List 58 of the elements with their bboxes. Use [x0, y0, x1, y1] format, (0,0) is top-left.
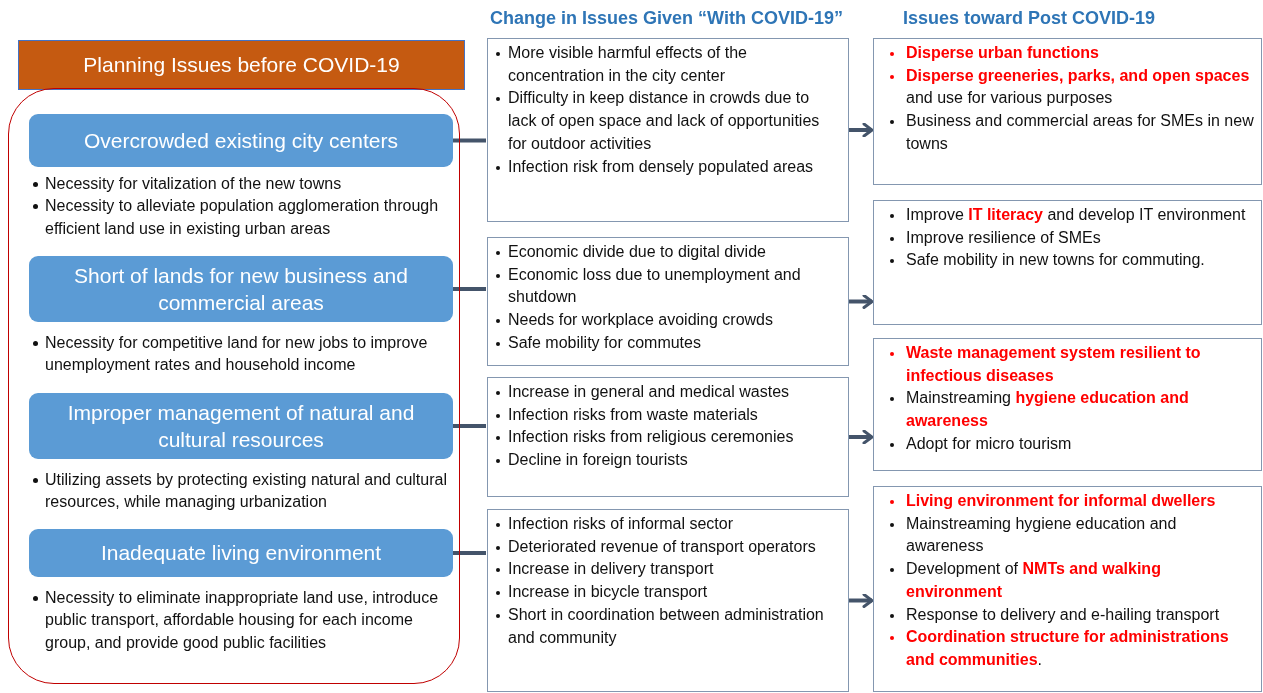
bullet-text: Business and commercial areas for SMEs in new towns — [880, 110, 1255, 156]
text-box — [873, 200, 1262, 325]
text-box — [873, 38, 1262, 185]
bullet-text: Mainstreaming hygiene education and awareness — [880, 512, 1255, 559]
bullet-text: More visible harmful effects of the concentration in the city center — [494, 42, 842, 88]
column-heading: Change in Issues Given “With COVID-19” — [490, 8, 843, 29]
bullet-text: Needs for workplace avoiding crowds — [494, 309, 842, 332]
header-box: Planning Issues before COVID-19 — [18, 40, 465, 90]
connector-line — [453, 287, 486, 291]
column-heading: Issues toward Post COVID-19 — [903, 8, 1156, 29]
bullet-text: Increase in general and medical wastes — [494, 381, 842, 404]
bullet-text: Necessity for vitalization of the new towns — [31, 173, 449, 196]
arrow — [849, 429, 874, 445]
bullet-text: Disperse urban functions — [880, 42, 1255, 65]
bullet-text: Deteriorated revenue of transport operators — [494, 535, 842, 559]
bullet-text: Increase in bicycle transport — [494, 581, 842, 604]
connector-line — [453, 551, 486, 555]
category-box: Short of lands for new business and commercial areas — [29, 256, 453, 322]
rounded-frame — [8, 88, 460, 684]
bullet-text: Disperse greeneries, parks, and open spaces and use for various purposes — [880, 64, 1255, 111]
bullet-text: Mainstreaming hygiene education and awareness — [880, 387, 1255, 433]
arrow — [849, 593, 874, 608]
arrow — [849, 294, 874, 309]
bullet-text: Response to delivery and e-hailing transport — [880, 603, 1255, 627]
bullet-text: Living environment for informal dwellers — [880, 490, 1255, 513]
bullet-text: Economic divide due to digital divide — [494, 241, 842, 264]
bullet-text: Adopt for micro tourism — [880, 432, 1255, 456]
bullet-text: Utilizing assets by protecting existing natural and cultural resources, while managing urbanization — [31, 469, 449, 514]
category-box: Overcrowded existing city centers — [29, 114, 453, 167]
text-box — [487, 38, 849, 222]
bullet-text: Coordination structure for administrations and communities. — [880, 626, 1255, 672]
bullet-text: Safe mobility in new towns for commuting. — [880, 249, 1255, 273]
bullet-text: Economic loss due to unemployment and shutdown — [494, 263, 842, 310]
bullet-text: Infection risks of informal sector — [494, 513, 842, 536]
bullet-text: Necessity to eliminate inappropriate land use, introduce public transport, affordable housing for each income group, and provide good public facilities — [31, 587, 449, 655]
bullet-text: Safe mobility for commutes — [494, 331, 842, 355]
bullet-text: Improve resilience of SMEs — [880, 226, 1255, 250]
connector-line — [453, 138, 486, 143]
text-box — [487, 237, 849, 366]
text-box — [487, 377, 849, 497]
bullet-text: Infection risk from densely populated areas — [494, 155, 842, 179]
bullet-text: Necessity for competitive land for new jobs to improve unemployment rates and household income — [31, 332, 449, 377]
bullet-text: Difficulty in keep distance in crowds due to lack of open space and lack of opportunities for outdoor activities — [494, 87, 842, 156]
text-box — [487, 509, 849, 692]
bullet-text: Decline in foreign tourists — [494, 449, 842, 472]
bullet-text: Short in coordination between administration and community — [494, 603, 842, 650]
bullet-text: Infection risks from religious ceremonies — [494, 426, 842, 450]
text-box — [873, 486, 1262, 692]
bullet-text: Necessity to alleviate population agglomeration through efficient land use in existing urban areas — [31, 195, 449, 241]
category-box: Improper management of natural and cultural resources — [29, 393, 453, 459]
arrow — [849, 122, 874, 138]
bullet-text: Increase in delivery transport — [494, 558, 842, 582]
text-box — [873, 338, 1262, 471]
connector-line — [453, 424, 486, 428]
bullet-text: Infection risks from waste materials — [494, 403, 842, 427]
category-box: Inadequate living environment — [29, 529, 453, 577]
bullet-text: Improve IT literacy and develop IT environment — [880, 204, 1255, 227]
bullet-text: Development of NMTs and walking environment — [880, 558, 1255, 604]
